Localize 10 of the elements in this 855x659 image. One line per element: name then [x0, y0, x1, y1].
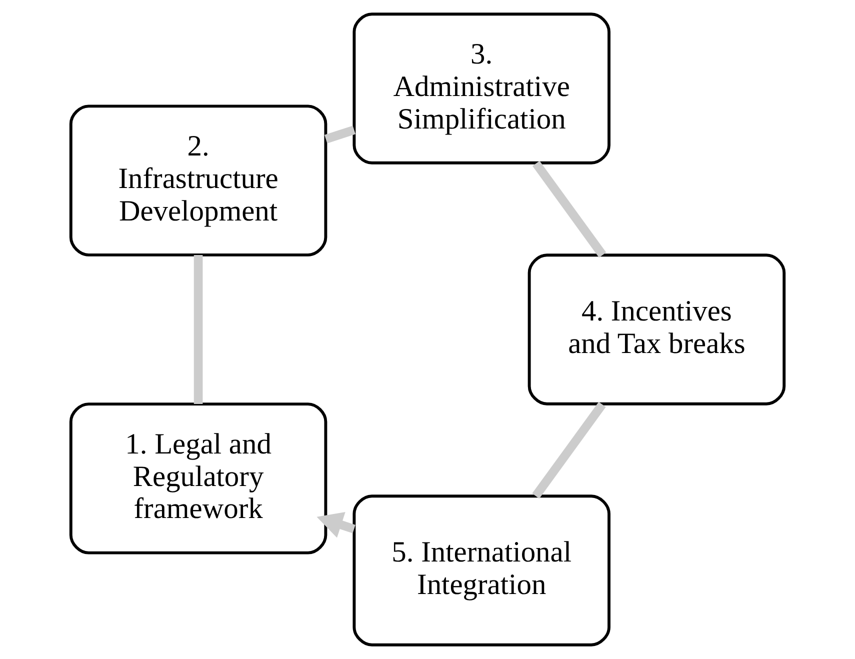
connector: [532, 402, 606, 499]
node-box: 3. Administrative Simplification: [352, 12, 610, 164]
node-box: 4. Incentives and Tax breaks: [528, 254, 786, 406]
node-box: 2. Infrastructure Development: [69, 104, 328, 256]
connector: [324, 126, 356, 144]
connector: [194, 255, 203, 404]
node-box: 1. Legal and Regulatory framework: [69, 402, 328, 554]
node-box: 5. International Integration: [352, 494, 610, 646]
connector: [532, 160, 606, 258]
arrow: [316, 512, 356, 538]
